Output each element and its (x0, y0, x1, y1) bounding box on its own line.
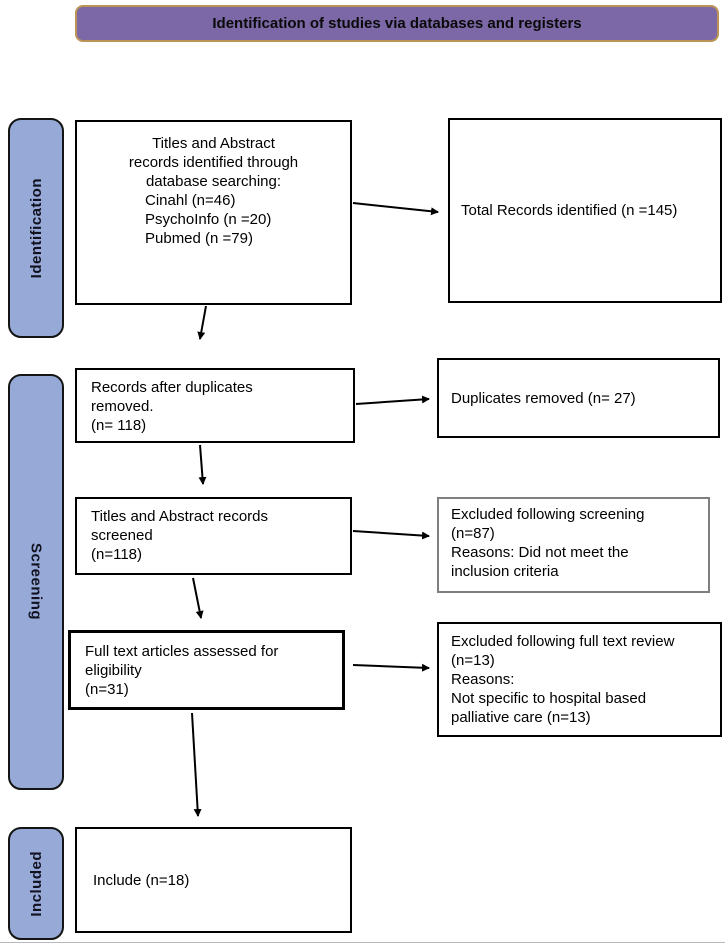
arrow-fulltext-to-excluded-fulltext (352, 663, 430, 672)
stage-label-identification: Identification (8, 118, 64, 338)
box-line: eligibility (85, 662, 142, 679)
box-line: removed. (91, 398, 154, 415)
box-line: (n=118) (91, 546, 143, 563)
box-duplicates-removed: Duplicates removed (n= 27) (437, 358, 720, 438)
box-line: palliative care (n=13) (451, 709, 591, 726)
stage-label-screening: Screening (8, 374, 64, 790)
box-line: Excluded following screening (451, 506, 645, 523)
box-line: (n=13) (451, 652, 495, 669)
box-line: Pubmed (n =79) (145, 230, 253, 247)
box-line: Total Records identified (n =145) (461, 202, 678, 219)
box-after-duplicates: Records after duplicates removed. (n= 11… (75, 368, 355, 443)
box-excluded-screening: Excluded following screening (n=87) Reas… (437, 497, 710, 593)
arrow-fulltext-to-included (191, 712, 202, 817)
box-line: Excluded following full text review (451, 633, 675, 650)
box-line: Reasons: Did not meet the (451, 544, 629, 561)
box-total-records: Total Records identified (n =145) (448, 118, 722, 303)
box-records-screened: Titles and Abstract records screened (n=… (75, 497, 352, 575)
box-line: Titles and Abstract (152, 135, 275, 152)
box-line: database searching: (145, 173, 282, 190)
stage-label-included: Included (8, 827, 64, 940)
arrow-dedup-to-screened (198, 444, 207, 485)
box-line: screened (91, 527, 153, 544)
box-fulltext-assessed: Full text articles assessed for eligibil… (68, 630, 345, 710)
box-line: (n=87) (451, 525, 495, 542)
box-line: (n= 118) (91, 417, 147, 434)
box-records-identified: Titles and Abstract records identified t… (75, 120, 352, 305)
box-line: Not specific to hospital based (451, 690, 647, 707)
box-included-studies: Include (n=18) (75, 827, 352, 933)
box-line: Duplicates removed (n= 27) (451, 389, 636, 407)
stage-label-included-text: Included (27, 850, 45, 917)
box-excluded-fulltext: Excluded following full text review (n=1… (437, 622, 722, 737)
box-line: Records after duplicates (91, 379, 253, 396)
box-line: Cinahl (n=46) (145, 192, 236, 209)
box-line: records identified through (128, 154, 299, 171)
box-line: Full text articles assessed for (85, 643, 279, 660)
arrow-identified-to-total (352, 202, 439, 216)
stage-label-identification-text: Identification (27, 177, 45, 279)
box-line: (n=31) (85, 681, 129, 698)
diagram-title-banner: Identification of studies via databases … (75, 5, 719, 42)
diagram-title: Identification of studies via databases … (212, 15, 582, 32)
arrow-screened-to-excluded-screening (352, 530, 430, 540)
arrow-screened-to-fulltext (192, 577, 204, 619)
stage-label-screening-text: Screening (27, 543, 45, 621)
box-line: Titles and Abstract records (91, 508, 269, 525)
box-line: PsychoInfo (n =20) (145, 211, 272, 228)
box-line: inclusion criteria (451, 563, 559, 580)
box-line: Reasons: (451, 671, 515, 688)
arrow-identified-to-dedup (197, 305, 207, 340)
box-line: Include (n=18) (93, 871, 190, 889)
arrow-dedup-to-duplicates-removed (355, 395, 430, 405)
